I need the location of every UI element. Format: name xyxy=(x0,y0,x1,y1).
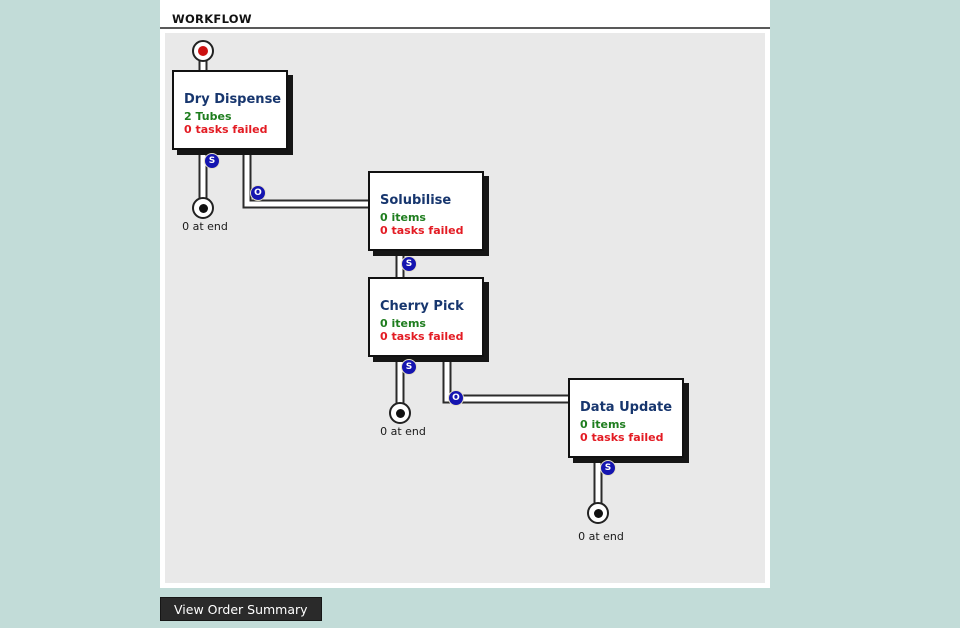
end-count-label: 0 at end xyxy=(578,530,624,543)
workflow-node-solubilise[interactable]: Solubilise 0 items 0 tasks failed xyxy=(368,171,484,251)
output-badge-icon[interactable]: O xyxy=(448,390,464,406)
end-count-label: 0 at end xyxy=(182,220,228,233)
node-items: 0 items xyxy=(380,211,426,224)
workflow-node-data-update[interactable]: Data Update 0 items 0 tasks failed xyxy=(568,378,684,458)
panel-title: WORKFLOW xyxy=(172,12,252,26)
end-dot-icon xyxy=(395,408,405,418)
workflow-panel-header: WORKFLOW xyxy=(160,0,770,29)
node-failed: 0 tasks failed xyxy=(380,224,464,237)
workflow-node-cherry-pick[interactable]: Cherry Pick 0 items 0 tasks failed xyxy=(368,277,484,357)
workflow-end-node xyxy=(587,502,609,524)
end-dot-icon xyxy=(198,203,208,213)
node-title: Cherry Pick xyxy=(380,299,464,314)
sample-badge-icon[interactable]: S xyxy=(401,359,417,375)
node-items: 2 Tubes xyxy=(184,110,232,123)
node-title: Solubilise xyxy=(380,193,452,208)
connector-pipes xyxy=(198,45,603,509)
output-badge-icon[interactable]: O xyxy=(250,185,266,201)
node-failed: 0 tasks failed xyxy=(184,123,268,136)
end-count-label: 0 at end xyxy=(380,425,426,438)
view-order-summary-button[interactable]: View Order Summary xyxy=(160,597,322,621)
workflow-panel: WORKFLOW xyxy=(160,0,770,588)
sample-badge-icon[interactable]: S xyxy=(600,460,616,476)
workflow-end-node xyxy=(389,402,411,424)
workflow-end-node xyxy=(192,197,214,219)
end-dot-icon xyxy=(593,508,603,518)
node-title: Dry Dispense xyxy=(184,92,282,107)
workflow-start-node xyxy=(192,40,214,62)
workflow-canvas: Dry Dispense 2 Tubes 0 tasks failed Solu… xyxy=(165,33,765,583)
node-items: 0 items xyxy=(380,317,426,330)
node-failed: 0 tasks failed xyxy=(380,330,464,343)
start-dot-icon xyxy=(198,46,208,56)
node-items: 0 items xyxy=(580,418,626,431)
node-title: Data Update xyxy=(580,400,673,415)
node-failed: 0 tasks failed xyxy=(580,431,664,444)
sample-badge-icon[interactable]: S xyxy=(204,153,220,169)
sample-badge-icon[interactable]: S xyxy=(401,256,417,272)
workflow-node-dry-dispense[interactable]: Dry Dispense 2 Tubes 0 tasks failed xyxy=(172,70,288,150)
